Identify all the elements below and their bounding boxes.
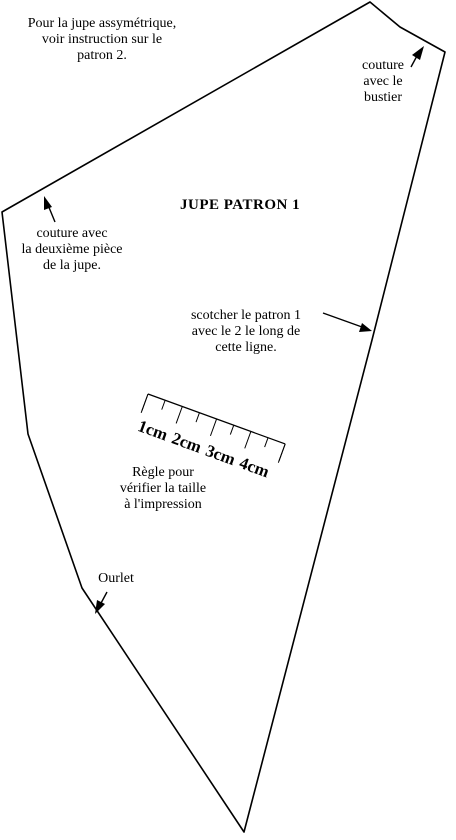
ruler-major-tick xyxy=(244,431,252,449)
ruler-minor-tick xyxy=(229,425,235,435)
pattern-outline xyxy=(1,1,446,833)
ruler-major-tick xyxy=(278,443,286,462)
ruler-minor-tick xyxy=(264,437,269,448)
note-bustier: couture avec le bustier xyxy=(362,58,404,105)
note-scotch: scotcher le patron 1 avec le 2 le long d… xyxy=(190,308,301,355)
note-side-seam: couture avec la deuxième pièce de la jup… xyxy=(21,226,123,273)
ruler-minor-tick xyxy=(161,400,166,410)
arrow-ourlet xyxy=(95,591,108,614)
arrow-side-seam xyxy=(44,196,56,223)
ruler-label-1: 1cm xyxy=(135,416,170,444)
ruler-baseline xyxy=(147,393,286,445)
pattern-title: JUPE PATRON 1 xyxy=(180,197,301,213)
note-top-left: Pour la jupe assymétrique, voir instruct… xyxy=(27,16,177,63)
ruler-minor-tick xyxy=(195,412,200,423)
note-ourlet: Ourlet xyxy=(98,571,134,586)
ruler-major-tick xyxy=(141,393,149,412)
ruler-major-tick xyxy=(209,418,218,437)
ruler-label-4: 4cm xyxy=(237,453,272,481)
ruler-major-tick xyxy=(175,406,183,424)
arrow-bustier xyxy=(410,46,424,68)
arrow-scotch xyxy=(322,312,372,332)
ruler-label-2: 2cm xyxy=(169,429,204,457)
note-regle: Règle pour vérifier la taille à l'impres… xyxy=(119,465,207,512)
